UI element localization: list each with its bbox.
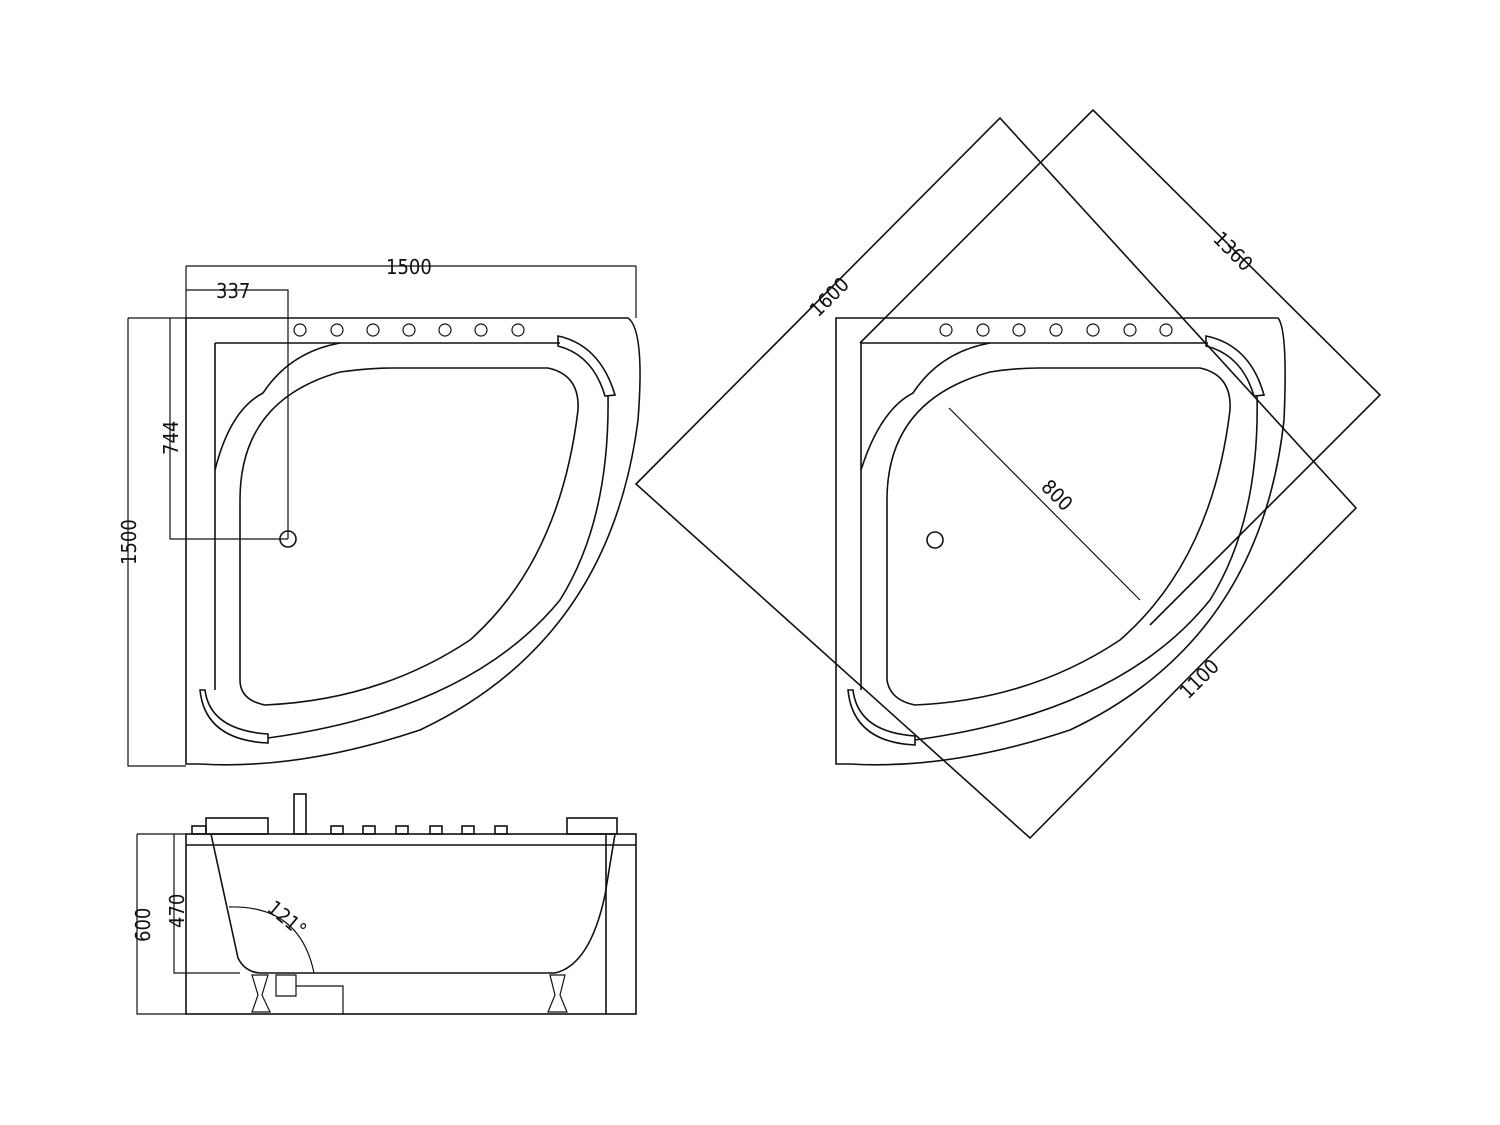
top-view-jets xyxy=(293,323,525,337)
dim-width-1500: 1500 xyxy=(386,255,432,279)
dim-diag-1360: 1360 xyxy=(1208,227,1257,276)
dim-offset-337: 337 xyxy=(216,279,250,303)
dim-height-1500: 1500 xyxy=(117,519,141,565)
side-view: 600 470 121° xyxy=(131,793,637,1015)
dim-angle-121: 121° xyxy=(263,895,312,941)
dim-diag-1100: 1100 xyxy=(1175,654,1224,703)
drain-icon xyxy=(926,531,944,549)
dim-offset-744: 744 xyxy=(159,421,183,455)
dim-depth-800: 800 xyxy=(1036,475,1077,516)
dim-depth-470: 470 xyxy=(165,894,189,928)
top-view: 1500 337 744 1500 xyxy=(117,255,641,767)
rotated-view-jets xyxy=(939,323,1173,337)
rotated-view: 1600 1360 1100 800 xyxy=(634,108,1382,840)
dim-diag-1600: 1600 xyxy=(805,272,854,321)
dim-height-600: 600 xyxy=(131,908,155,942)
